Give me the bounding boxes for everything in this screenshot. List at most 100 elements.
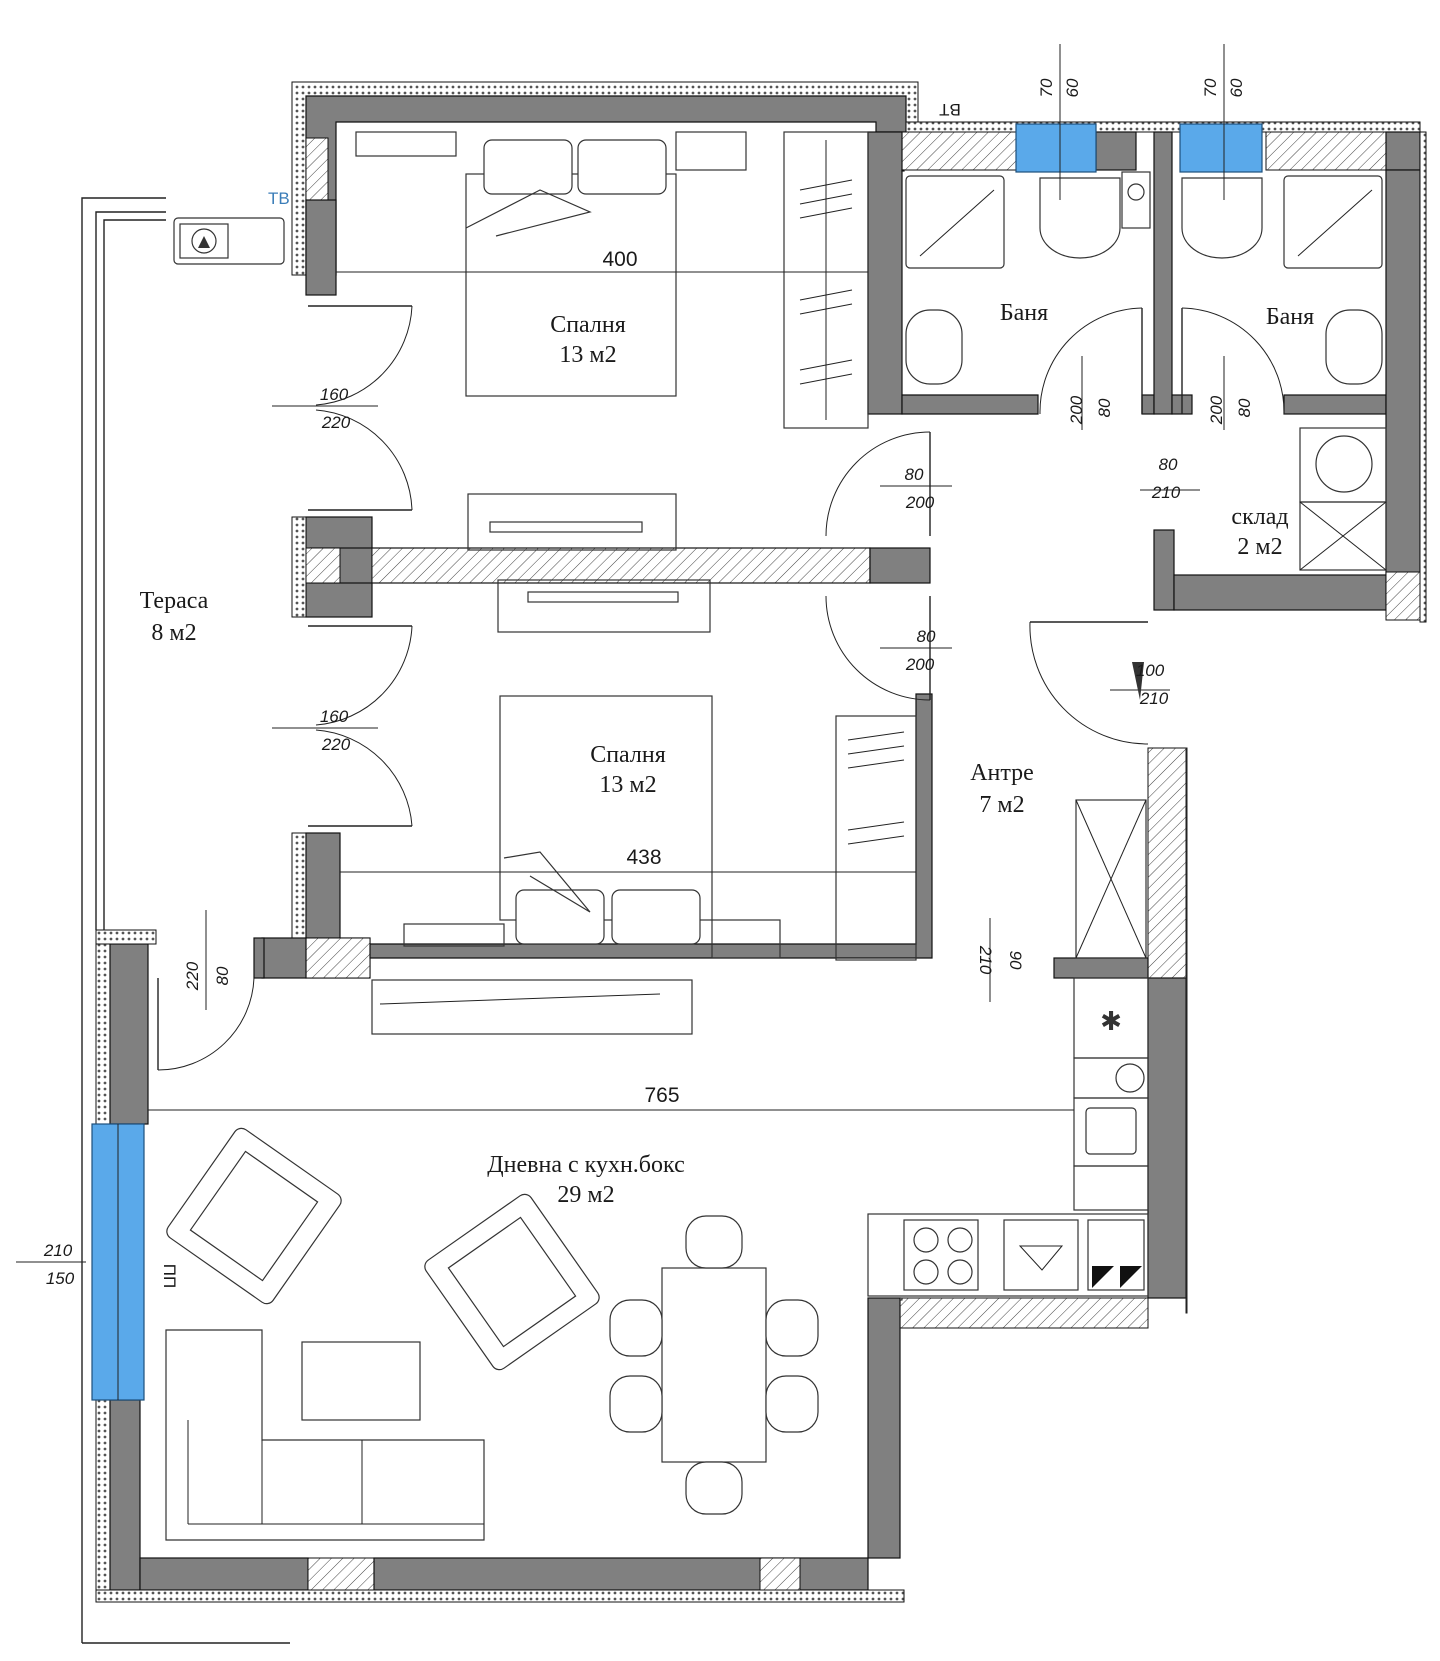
snowflake-icon: ✱ [1100,1007,1122,1037]
door-bed-bottom-h: 200 [905,655,935,674]
kitchen-right-wall [1147,977,1187,1299]
bottom-bedroom-bottom-wall [369,693,933,959]
bath-partition [1153,131,1173,415]
storage-bottom-wall [1173,574,1387,611]
bath-corner-wall [1385,131,1421,171]
tag-bt-terrace: ТВ [268,189,290,208]
bath-mid-top-wall [1095,131,1137,171]
kitchen-counter [867,1213,1149,1297]
terrace-area: 8 м2 [151,620,196,646]
door-storage-h: 210 [1151,483,1181,502]
door-swing [315,625,413,726]
bottom-bedroom-corner-hatch [305,937,371,979]
living-bottom-hatch-2 [759,1557,801,1591]
storage-area: 2 м2 [1237,534,1282,560]
vent-window-right [1179,123,1263,173]
bath-right-bottom-wall [1283,394,1387,415]
line [1185,747,1188,1314]
boiler-dial [1127,183,1145,201]
entrance-arrow-icon [1132,662,1144,700]
tv-unit-bottom [497,579,711,633]
door-entrance-w: 100 [1136,661,1165,680]
blanket-fold [503,851,591,913]
door-terrace-a: 220 [183,961,202,991]
bedroom-top-name: Спалня [550,312,626,338]
tag-bt-roof: BT [939,100,961,119]
burner [913,1259,939,1285]
washing-machine [1299,427,1387,503]
bedroom-divider-hatch [371,547,871,584]
storage-corner-hatch [1385,571,1421,621]
doors [157,305,1285,1071]
shower-left [905,175,1005,269]
vent-window-left [1015,123,1097,173]
dw-mark [1120,1266,1142,1288]
walls [81,81,1427,1644]
door-bath-left-b: 80 [1095,398,1114,417]
hob [903,1219,979,1291]
terrace-name: Тераса [140,588,209,614]
living-left-upper-wall [109,943,149,1125]
line [379,993,661,1005]
door-bed-top-h: 200 [905,493,935,512]
dw-mark [1092,1266,1114,1288]
coffee-table [301,1341,421,1421]
divider-insulation [291,516,307,618]
bath-right-outer-wall [1385,169,1421,611]
roof-insulation-strip [905,121,1421,133]
chair [609,1299,663,1357]
vent-right-a: 70 [1201,78,1220,97]
door-bath-right-b: 80 [1235,398,1254,417]
bath-right-name: Баня [1266,304,1314,330]
desk-top [355,131,457,157]
sink-basin [1085,1107,1137,1155]
door-terrace-b: 80 [213,966,232,985]
labels: Спалня 13 м2 Спалня 13 м2 Баня Баня скла… [43,78,1314,1288]
storage-name: склад [1231,504,1288,530]
vent-left-b: 60 [1063,78,1082,97]
pillow [577,139,667,195]
pillow [483,139,573,195]
dimension-lines [16,44,1225,1263]
dim-bedroom-bottom: 438 [626,846,661,869]
kitchen-top-wall [1053,957,1149,979]
vent-right-b: 60 [1227,78,1246,97]
right-insulation [1419,131,1427,623]
shower-diag [1297,189,1373,257]
terrace-outer-line [81,197,166,1643]
win-living-h: 150 [46,1269,75,1288]
terrace-rail [103,219,166,930]
dishwasher [1087,1219,1145,1291]
storage-left-wall [1153,529,1175,611]
bath-left-bottom-wall [901,394,1039,415]
door-bath-left-a: 200 [1067,395,1086,425]
door-swing [1181,307,1285,415]
armchair-1 [166,1127,342,1305]
wardrobe-top [783,131,869,429]
dining-table [661,1267,767,1463]
bed-top [465,173,677,397]
boiler [1121,171,1151,229]
toilet-right [1181,177,1263,259]
furniture: ✱ [165,131,1387,1541]
armchair-2 [424,1193,600,1371]
living-top-left-insulation [95,929,157,945]
win-living-w: 210 [43,1241,73,1260]
bath-left-bottom-stub [1141,394,1155,415]
burner [913,1227,939,1253]
chair [685,1215,743,1269]
win-bed-top-h: 220 [321,413,351,432]
storage-shelf [1299,501,1387,571]
wardrobe-bottom [835,715,917,961]
bath-right-top-wall-hatch [1265,131,1387,171]
living-area: 29 м2 [557,1182,614,1208]
tv-bottom [527,591,679,603]
chair [609,1375,663,1433]
door-swing [315,305,413,406]
hall-right-wall-hatch [1147,747,1187,979]
terrace-inner-line [95,211,166,930]
living-bottom-left-wall [139,1557,309,1591]
hood-icon [1018,1245,1064,1271]
counter [1073,1165,1149,1211]
